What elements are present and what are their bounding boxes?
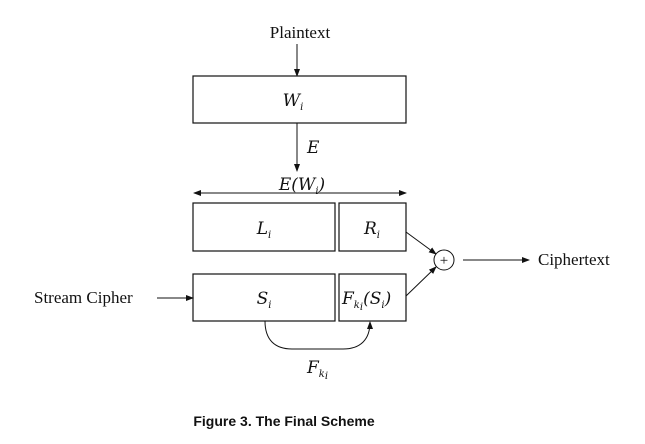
- fk-label: F: [306, 358, 320, 378]
- r-box-sub: i: [377, 230, 380, 241]
- svg-text:E(Wi): E(Wi): [278, 175, 325, 197]
- plaintext-label: Plaintext: [270, 23, 331, 42]
- r-to-xor-arrow: [405, 231, 437, 255]
- w-box-label: W: [283, 91, 302, 111]
- svg-text:Li: Li: [256, 219, 272, 241]
- l-box-label: L: [256, 219, 268, 239]
- f-to-xor-arrow: [405, 266, 437, 297]
- ciphertext-label: Ciphertext: [538, 250, 610, 269]
- svg-text:Ri: Ri: [363, 219, 380, 241]
- xor-symbol: +: [440, 253, 448, 269]
- w-box-sub: i: [300, 102, 303, 113]
- r-box: [338, 202, 407, 252]
- l-box: [192, 202, 336, 252]
- fk-label-subsub: i: [325, 371, 328, 382]
- svg-text:Fki: Fki: [306, 358, 328, 382]
- s-box-label: S: [257, 289, 269, 309]
- l-box-sub: i: [268, 230, 271, 241]
- ew-label-func: E(: [278, 175, 298, 195]
- stream-cipher-label: Stream Cipher: [34, 288, 133, 307]
- w-box: [192, 75, 407, 124]
- f-box-subsub: i: [360, 302, 363, 313]
- r-box-label: R: [363, 219, 377, 239]
- s-box: [192, 273, 336, 322]
- fk-curve-arrow: [264, 320, 373, 350]
- xor-icon: +: [433, 249, 455, 271]
- f-box: [338, 273, 407, 322]
- f-box-sub: k: [354, 300, 360, 311]
- s-box-sub: i: [268, 300, 271, 311]
- svg-text:Si: Si: [257, 289, 272, 311]
- f-box-arg-open: (: [363, 289, 370, 309]
- f-box-arg-close: ): [384, 289, 392, 309]
- f-box-label: F: [341, 289, 355, 309]
- figure-caption: Figure 3. The Final Scheme: [193, 413, 374, 429]
- encryption-label: E: [306, 138, 320, 158]
- ew-label-close: ): [318, 175, 326, 195]
- f-box-arg-sub: i: [381, 300, 384, 311]
- ew-label-var: W: [298, 175, 317, 195]
- fk-label-sub: k: [319, 369, 325, 380]
- f-box-arg: S: [370, 289, 382, 309]
- svg-text:Fki(Si): Fki(Si): [341, 289, 391, 313]
- svg-text:Wi: Wi: [283, 91, 304, 113]
